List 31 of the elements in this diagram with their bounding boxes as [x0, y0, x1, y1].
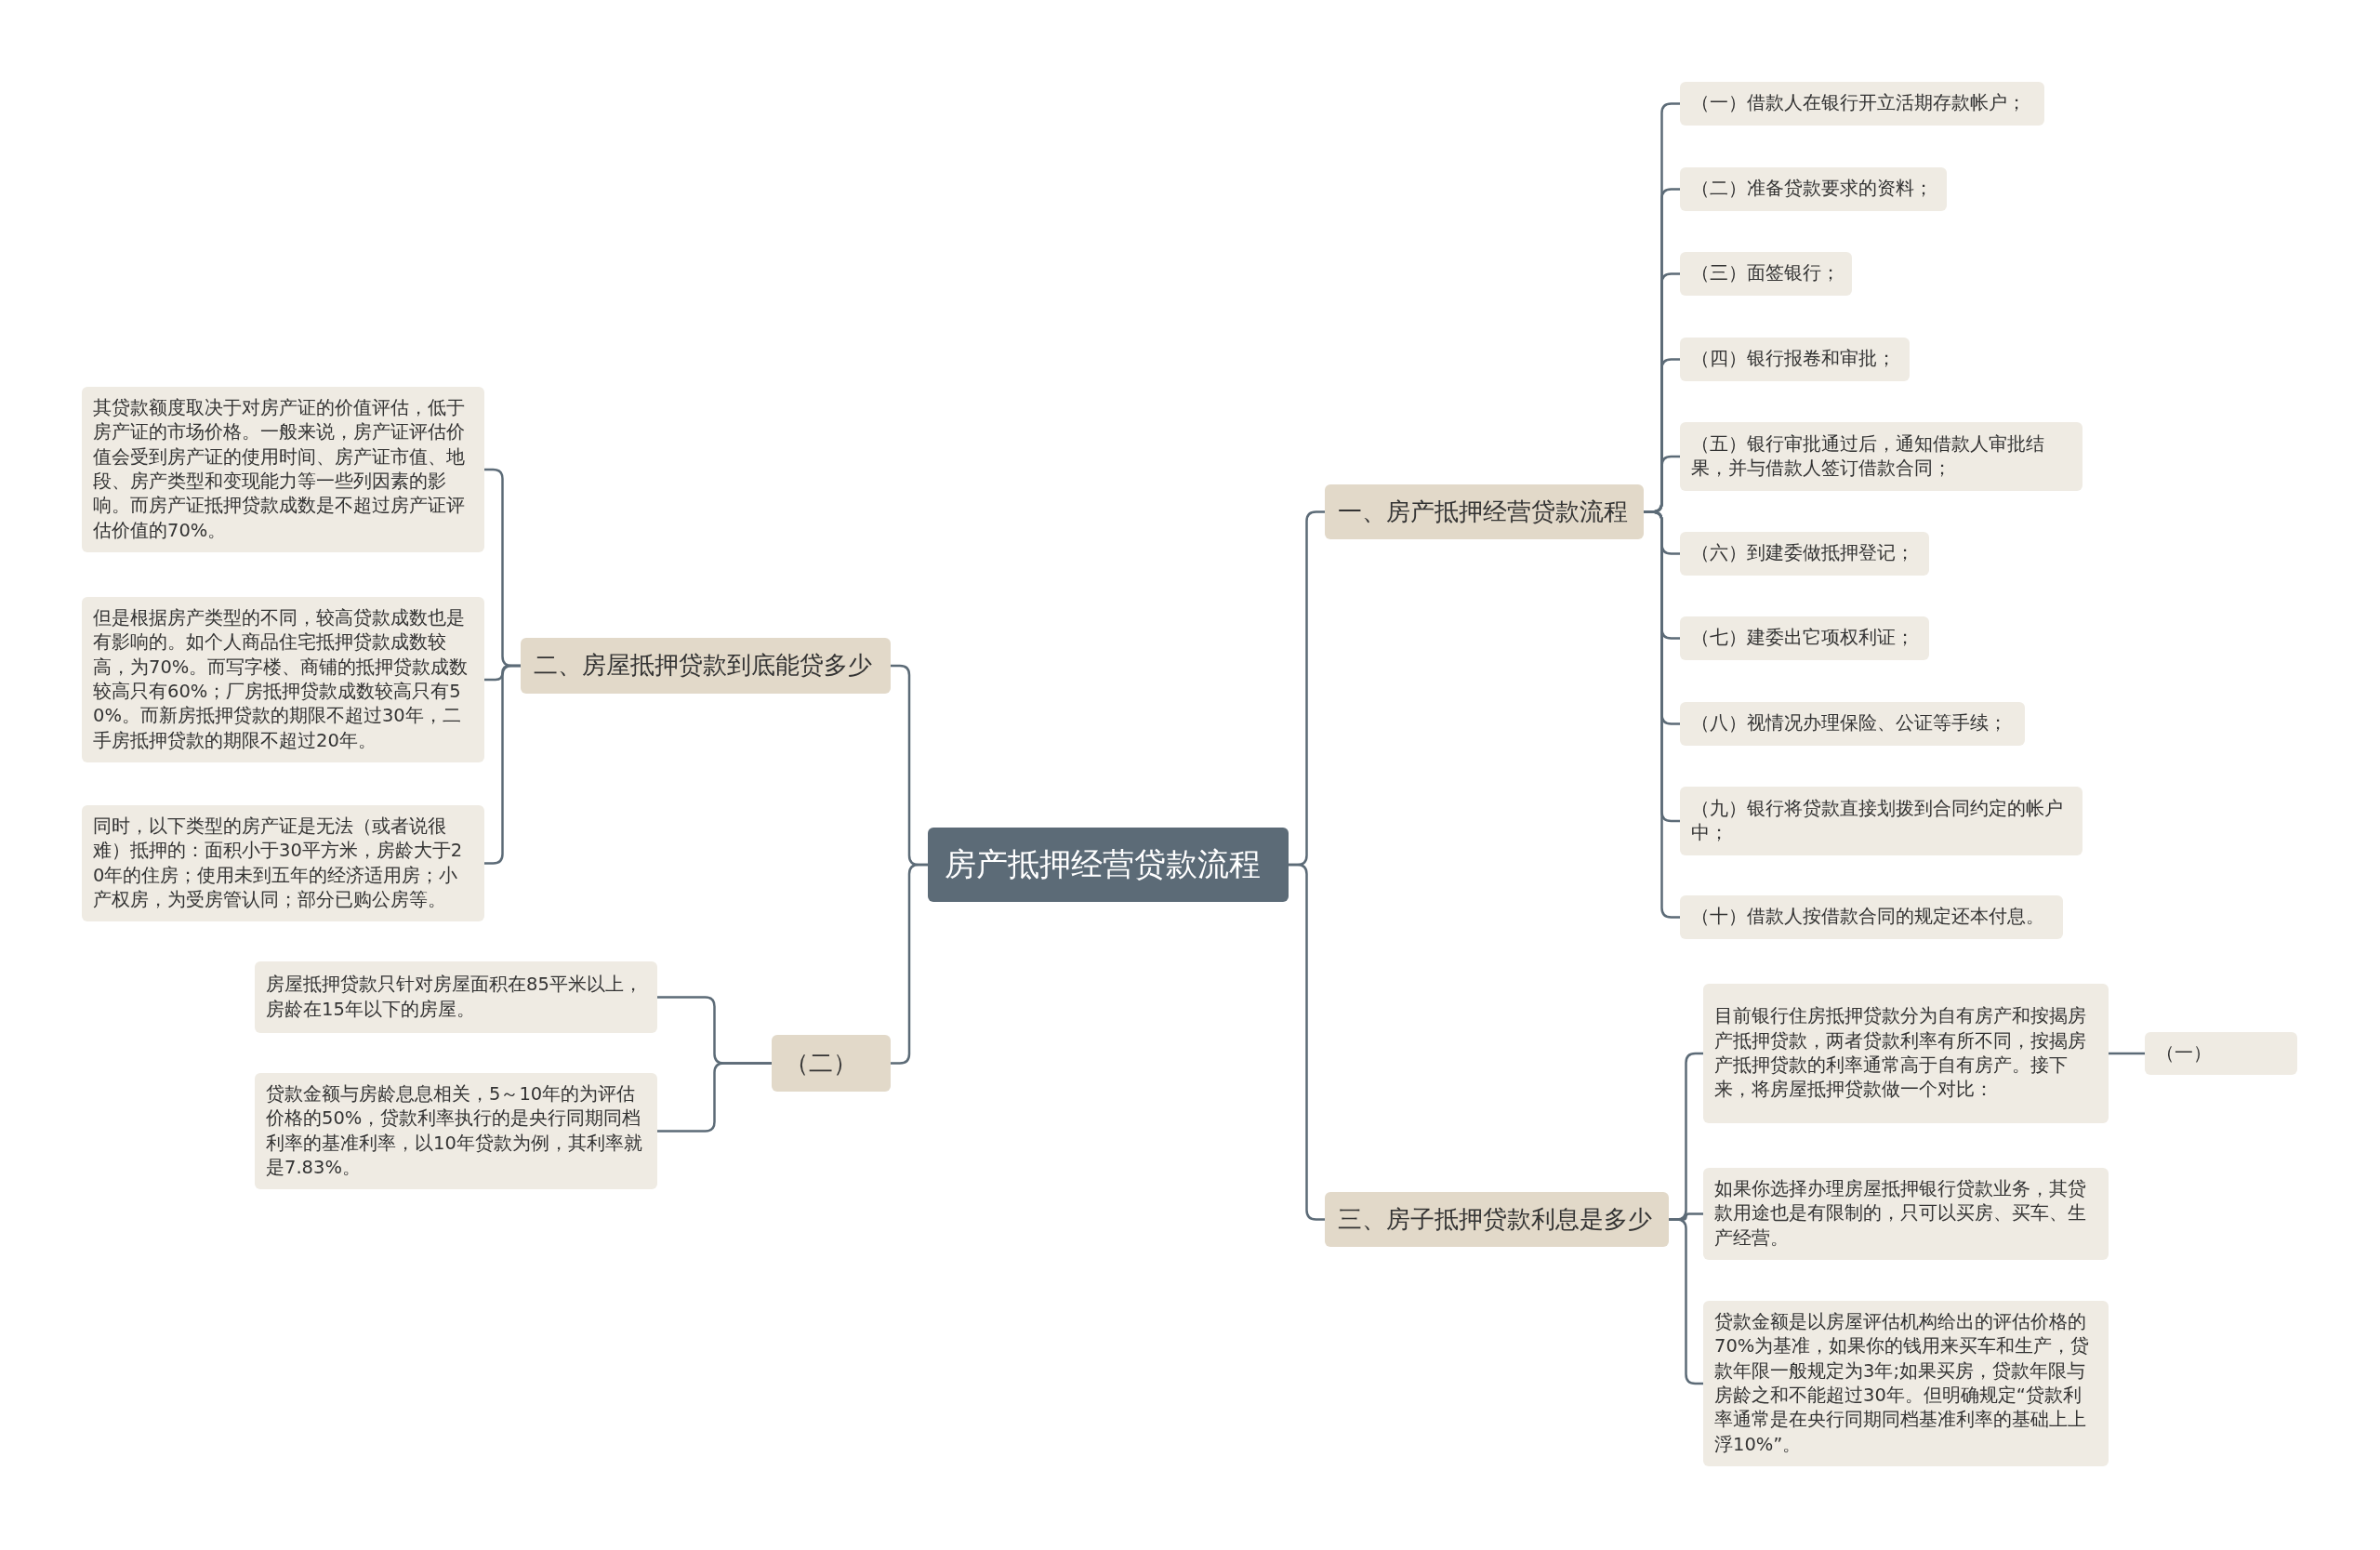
leaf-topic-box: 房屋抵押贷款只针对房屋面积在85平米以上，房龄在15年以下的房屋。 — [255, 961, 657, 1033]
leaf-topic-box: （一）借款人在银行开立活期存款帐户； — [1680, 82, 2044, 126]
leaf-topic-box: （二）准备贷款要求的资料； — [1680, 167, 1947, 211]
connector-line — [1289, 863, 1325, 1221]
leaf-topic-box: （十）借款人按借款合同的规定还本付息。 — [1680, 895, 2063, 939]
leaf-topic-box: 贷款金额是以房屋评估机构给出的评估价格的70%为基准，如果你的钱用来买车和生产，贷款年限一般规定为3年;如果买房，贷款年限与房龄之和不能超过30年。但明确规定“贷款利率通常是在央行同期同档基准利率的基础上上浮10%”。 — [1703, 1301, 2109, 1466]
connector-line — [891, 863, 928, 1065]
leaf-topic-box: （四）银行报卷和审批； — [1680, 338, 1910, 381]
leaf-topic-box: （九）银行将贷款直接划拨到合同约定的帐户中； — [1680, 787, 2082, 855]
leaf-topic-box: 同时，以下类型的房产证是无法（或者说很难）抵押的：面积小于30平方米，房龄大于20年的住房；使用未到五年的经济适用房；小产权房，为受房管认同；部分已购公房等。 — [82, 805, 484, 922]
connector-line — [1644, 510, 1680, 919]
connector-line — [2109, 1052, 2145, 1055]
central-topic-box: 房产抵押经营贷款流程 — [928, 828, 1289, 902]
leaf-topic-box: 其贷款额度取决于对房产证的价值评估，低于房产证的市场价格。一般来说，房产证评估价值会受到房产证的使用时间、房产证市值、地段、房产类型和变现能力等一些列因素的影响。而房产证抵押贷款成数是不超过房产证评估价值的70%。 — [82, 387, 484, 552]
leaf-topic-box: （五）银行审批通过后，通知借款人审批结果，并与借款人签订借款合同； — [1680, 422, 2082, 491]
connector-line — [657, 1062, 772, 1133]
leaf-topic-box: （三）面签银行； — [1680, 252, 1852, 296]
leaf-topic-box: （六）到建委做抵押登记； — [1680, 532, 1929, 576]
leaf-topic-box: 但是根据房产类型的不同，较高贷款成数也是有影响的。如个人商品住宅抵押贷款成数较高，为70%。而写字楼、商铺的抵押贷款成数较高只有60%；厂房抵押贷款成数较高只有50%。而新房抵押贷款的期限不超过30年，二手房抵押贷款的期限不超过20年。 — [82, 597, 484, 762]
leaf-topic-box: （八）视情况办理保险、公证等手续； — [1680, 702, 2025, 746]
leaf-topic-box: 贷款金额与房龄息息相关，5～10年的为评估价格的50%，贷款利率执行的是央行同期同档利率的基准利率，以10年贷款为例，其利率就是7.83%。 — [255, 1073, 657, 1190]
leaf-topic-box: （七）建委出它项权利证； — [1680, 616, 1929, 660]
branch-topic-box: （二） — [772, 1035, 891, 1092]
connector-line — [484, 664, 521, 865]
leaf-topic-box: 目前银行住房抵押贷款分为自有房产和按揭房产抵押贷款，两者贷款利率有所不同，按揭房产抵押贷款的利率通常高于自有房产。接下来，将房屋抵押贷款做一个对比： — [1703, 984, 2109, 1123]
leaf-topic-box: （一） — [2145, 1032, 2297, 1076]
leaf-topic-box: 如果你选择办理房屋抵押银行贷款业务，其贷款用途也是有限制的，只可以买房、买车、生产经营。 — [1703, 1168, 2109, 1260]
branch-topic-box: 三、房子抵押贷款利息是多少 — [1325, 1192, 1669, 1248]
branch-topic-box: 一、房产抵押经营贷款流程 — [1325, 484, 1644, 540]
connector-line — [1669, 1218, 1703, 1385]
branch-topic-box: 二、房屋抵押贷款到底能贷多少 — [521, 638, 891, 694]
